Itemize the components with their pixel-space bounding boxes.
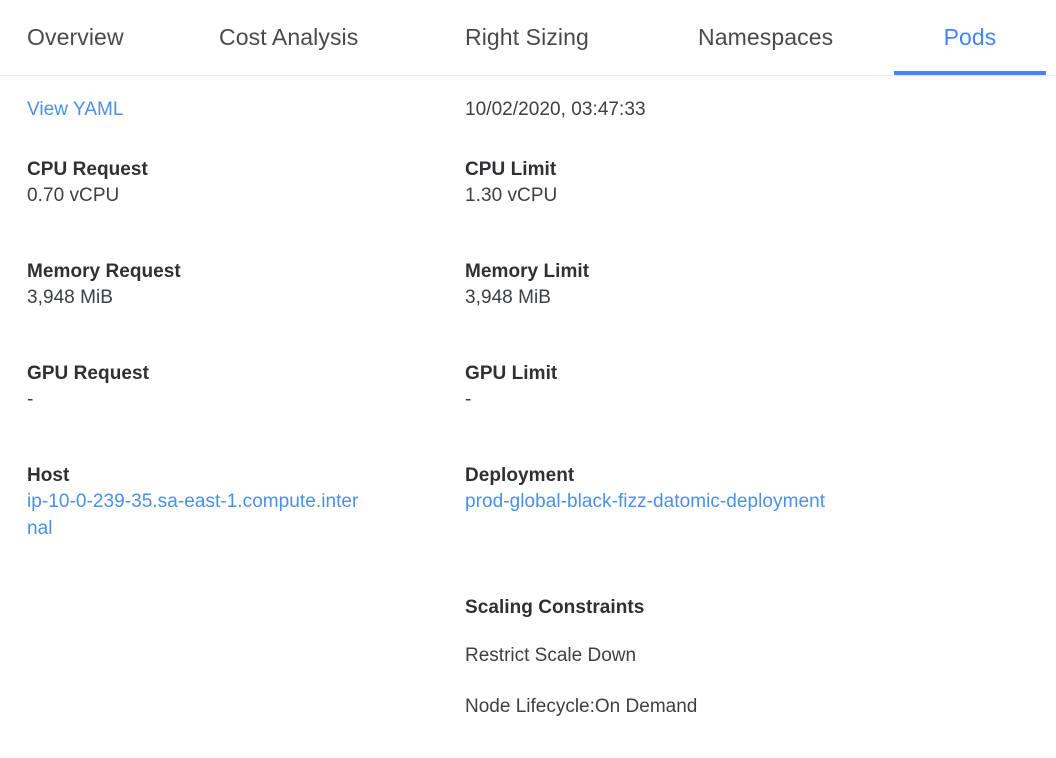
host-label: Host <box>27 465 70 486</box>
tab-pods[interactable]: Pods <box>894 0 1046 75</box>
field-memory-request: Memory Request 3,948 MiB <box>27 260 181 311</box>
scaling-constraint-item: Restrict Scale Down <box>465 645 637 666</box>
gpu-request-label: GPU Request <box>27 363 149 384</box>
tab-cost-analysis-label: Cost Analysis <box>219 24 359 50</box>
scaling-constraints-label: Scaling Constraints <box>465 597 645 618</box>
detail-column-left: View YAML CPU Request 0.70 vCPU Memory R… <box>27 76 447 758</box>
deployment-link[interactable]: prod-global-black-fizz-datomic-deploymen… <box>465 491 826 512</box>
detail-column-right: 10/02/2020, 03:47:33 CPU Limit 1.30 vCPU… <box>465 76 885 758</box>
deployment-label: Deployment <box>465 465 575 486</box>
tab-namespaces-label: Namespaces <box>698 24 834 50</box>
field-cpu-limit: CPU Limit 1.30 vCPU <box>465 158 557 209</box>
memory-request-value: 3,948 MiB <box>27 287 113 308</box>
tab-overview-label: Overview <box>27 24 124 50</box>
tab-right-sizing[interactable]: Right Sizing <box>465 0 589 75</box>
gpu-request-value: - <box>27 389 34 410</box>
field-host: Host ip-10-0-239-35.sa-east-1.compute.in… <box>27 464 367 542</box>
cpu-limit-value: 1.30 vCPU <box>465 185 558 206</box>
scaling-constraint-item: Node Lifecycle:On Demand <box>465 696 698 717</box>
memory-limit-label: Memory Limit <box>465 261 590 282</box>
field-gpu-request: GPU Request - <box>27 362 149 413</box>
tab-pods-label: Pods <box>943 24 997 50</box>
field-gpu-limit: GPU Limit - <box>465 362 557 413</box>
view-yaml-link[interactable]: View YAML <box>27 99 124 120</box>
pod-detail-panel: View YAML CPU Request 0.70 vCPU Memory R… <box>0 76 1056 758</box>
field-timestamp: 10/02/2020, 03:47:33 <box>465 96 646 123</box>
tab-overview[interactable]: Overview <box>27 0 124 75</box>
field-scaling-constraints: Scaling Constraints Restrict Scale Down … <box>465 596 865 720</box>
tab-namespaces[interactable]: Namespaces <box>698 0 833 75</box>
tab-bar: Overview Cost Analysis Right Sizing Name… <box>0 0 1056 76</box>
field-deployment: Deployment prod-global-black-fizz-datomi… <box>465 464 845 515</box>
memory-limit-value: 3,948 MiB <box>465 287 551 308</box>
field-view-yaml: View YAML <box>27 96 124 123</box>
cpu-limit-label: CPU Limit <box>465 159 557 180</box>
field-cpu-request: CPU Request 0.70 vCPU <box>27 158 148 209</box>
field-memory-limit: Memory Limit 3,948 MiB <box>465 260 589 311</box>
gpu-limit-label: GPU Limit <box>465 363 558 384</box>
host-link[interactable]: ip-10-0-239-35.sa-east-1.compute.interna… <box>27 491 359 539</box>
memory-request-label: Memory Request <box>27 261 181 282</box>
active-tab-indicator <box>894 71 1046 75</box>
timestamp-value: 10/02/2020, 03:47:33 <box>465 99 646 120</box>
cpu-request-label: CPU Request <box>27 159 148 180</box>
gpu-limit-value: - <box>465 389 472 410</box>
tab-right-sizing-label: Right Sizing <box>465 24 589 50</box>
cpu-request-value: 0.70 vCPU <box>27 185 120 206</box>
tab-cost-analysis[interactable]: Cost Analysis <box>219 0 358 75</box>
